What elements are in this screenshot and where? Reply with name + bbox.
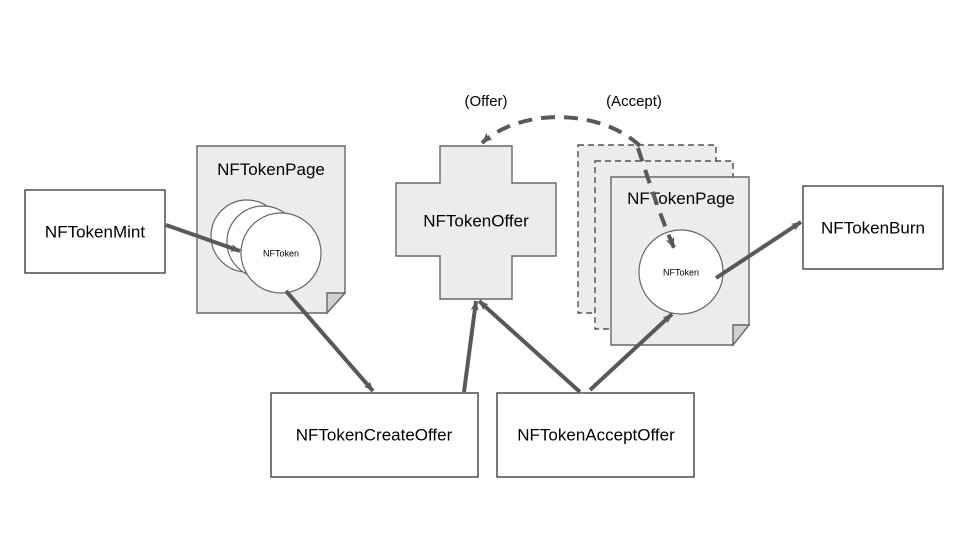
node-nftokenoffer[interactable]: NFTokenOffer: [395, 145, 557, 300]
right-page-token-label: NFToken: [663, 267, 699, 277]
edge-page-to-createoffer: [284, 289, 375, 393]
nftokenmint-label: NFTokenMint: [45, 222, 145, 241]
nftokenburn-label: NFTokenBurn: [821, 218, 925, 237]
edge-mint-to-page: [165, 223, 241, 253]
diagram-edges: [165, 115, 803, 394]
nftokenoffer-cross-shape: [395, 145, 557, 300]
edge-createoffer-to-offer: [462, 300, 479, 393]
node-left-nftokenpage[interactable]: NFTokenPage NFToken: [196, 145, 347, 315]
node-nftokenmint[interactable]: NFTokenMint: [24, 189, 166, 274]
node-nftokencreateoffer[interactable]: NFTokenCreateOffer: [270, 392, 479, 478]
nftokenacceptoffer-label: NFTokenAcceptOffer: [517, 425, 675, 444]
node-right-nftokenpage-stack[interactable]: NFTokenPage NFTokenPage NFTokenPage NFTo…: [577, 144, 751, 347]
edge-label-accept: (Accept): [606, 93, 662, 110]
edge-label-offer: (Offer): [464, 93, 507, 110]
right-page-title: NFTokenPage: [627, 189, 735, 208]
nftokencreateoffer-label: NFTokenCreateOffer: [296, 425, 453, 444]
left-page-token-label: NFToken: [263, 248, 299, 258]
nftokenacceptoffer-box: [496, 392, 695, 478]
nftokencreateoffer-box: [270, 392, 479, 478]
edge-rightpage-to-burn: [714, 220, 803, 280]
nftokenoffer-label: NFTokenOffer: [423, 211, 529, 230]
diagram-edge-labels: (Offer) (Accept): [464, 93, 661, 110]
right-page-front[interactable]: NFTokenPage NFToken: [610, 176, 751, 347]
nftokenmint-box: [24, 189, 166, 274]
edge-accept-dashed-curve: [636, 147, 676, 249]
edge-offer-dashed-curve: [480, 115, 642, 148]
node-nftokenburn[interactable]: NFTokenBurn: [802, 185, 944, 270]
left-page-title: NFTokenPage: [217, 160, 325, 179]
edge-acceptoffer-to-offer: [477, 299, 582, 394]
edge-acceptoffer-to-rightpage: [588, 312, 674, 392]
left-page-fold-icon: [326, 292, 347, 315]
node-nftokenacceptoffer[interactable]: NFTokenAcceptOffer: [496, 392, 695, 478]
right-page-fold-icon: [732, 324, 751, 347]
nftokenburn-box: [802, 185, 944, 270]
left-page-token-circle-front: [240, 212, 322, 294]
